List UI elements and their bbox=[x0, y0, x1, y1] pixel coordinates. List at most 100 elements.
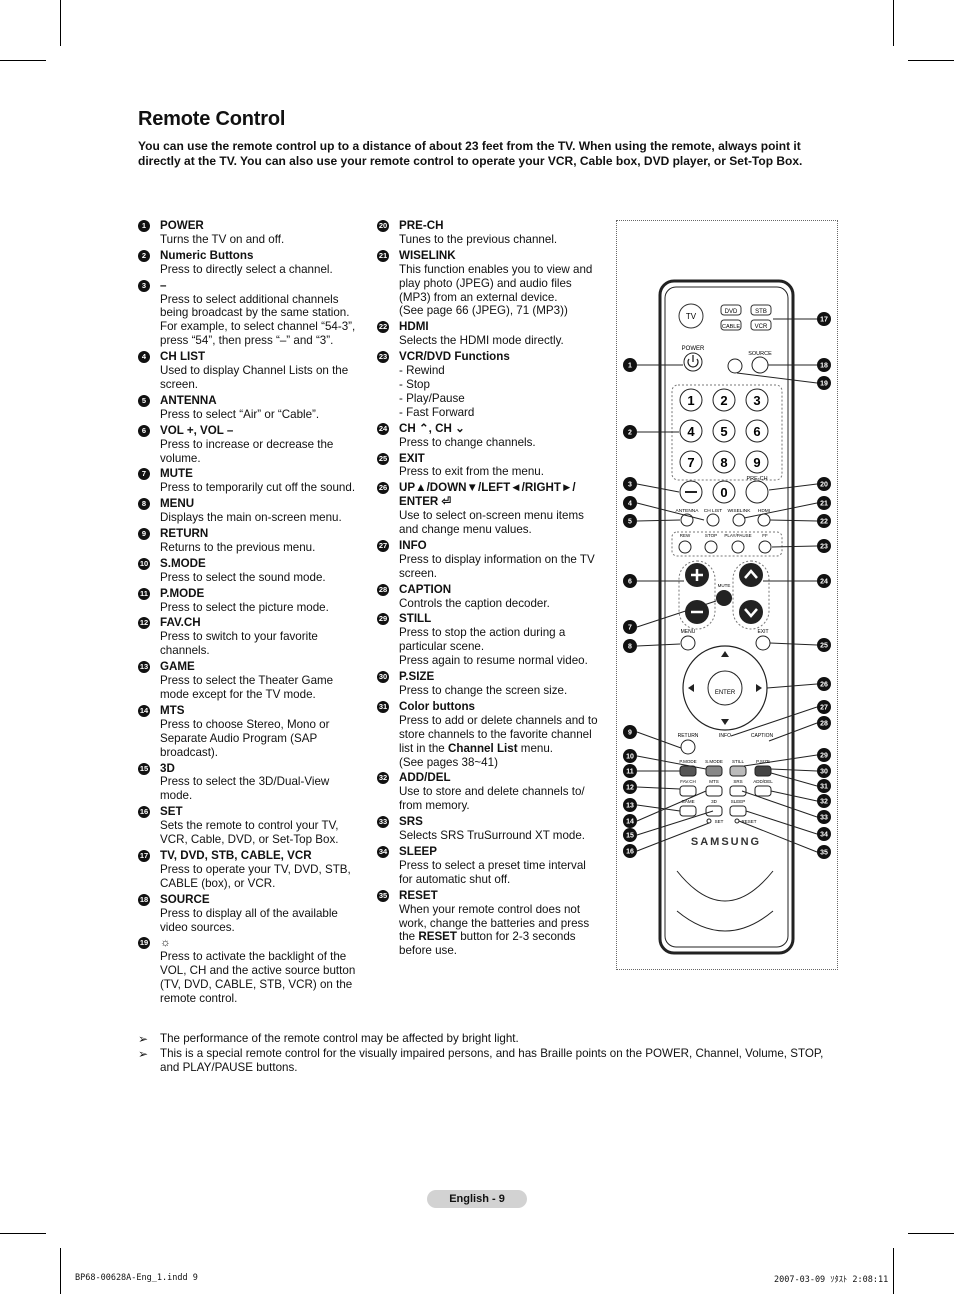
item-description: When your remote control does not work, … bbox=[399, 903, 600, 959]
digit-3: 3 bbox=[753, 393, 760, 408]
callout-number: 34 bbox=[820, 832, 828, 839]
callout-marker bbox=[817, 764, 831, 778]
item-title: EXIT bbox=[399, 451, 425, 465]
item-description: - Rewind - Stop - Play/Pause - Fast Forw… bbox=[399, 364, 600, 420]
item-title: CAPTION bbox=[399, 582, 452, 596]
callout-number: 32 bbox=[820, 799, 828, 806]
description-text: Press to temporarily cut off the sound. bbox=[160, 481, 356, 495]
item-number: 35 bbox=[377, 889, 389, 902]
item-number: 1 bbox=[138, 220, 150, 232]
item-description: Turns the TV on and off. bbox=[160, 233, 361, 247]
callout-marker bbox=[817, 700, 831, 714]
description-text: Selects SRS TruSurround XT mode. bbox=[399, 829, 586, 843]
item-number: 3 bbox=[138, 279, 150, 292]
light-button bbox=[727, 358, 743, 374]
crop-mark bbox=[0, 60, 46, 61]
return-label: RETURN bbox=[678, 733, 699, 739]
description-text: Press to change the screen size. bbox=[399, 684, 568, 697]
callout-number: 17 bbox=[820, 317, 828, 324]
item-number: 19 bbox=[138, 937, 150, 950]
callout-number: 24 bbox=[820, 579, 828, 586]
callout-marker bbox=[817, 539, 831, 553]
item-description: Press to increase or decrease the volume… bbox=[160, 438, 361, 466]
item-description: Press to select the 3D/Dual-View mode. bbox=[160, 775, 361, 803]
remote-diagram: TV DVD STB CABLE VCR POWER SOURCE 1 2 3 … bbox=[616, 220, 838, 970]
description-text: Press to select the sound mode. bbox=[160, 570, 326, 584]
callout-marker bbox=[817, 358, 831, 372]
item-description: Press to choose Stereo, Mono or Separate… bbox=[160, 718, 361, 760]
mts-label: MTS bbox=[709, 779, 719, 784]
crop-mark bbox=[60, 0, 61, 46]
item-title: POWER bbox=[160, 219, 204, 232]
print-slug-right: 2007-03-09 ｿﾀｽﾄ 2:08:11 bbox=[774, 1275, 889, 1285]
description-text: Use to select on-screen menu items and c… bbox=[399, 509, 584, 537]
mute-label: MUTE bbox=[718, 583, 731, 588]
callout-number: 8 bbox=[628, 644, 632, 651]
brand-logo: SAMSUNG bbox=[691, 836, 761, 848]
note-text: This is a special remote control for the… bbox=[160, 1047, 824, 1074]
item-number: 12 bbox=[138, 617, 150, 630]
notes: ➢The performance of the remote control m… bbox=[138, 1032, 838, 1076]
item-description: Press to select the Theater Game mode ex… bbox=[160, 674, 361, 702]
item-number: 4 bbox=[138, 351, 150, 364]
callout-marker bbox=[623, 844, 637, 858]
mode-tv-label: TV bbox=[686, 312, 697, 321]
remote-body bbox=[658, 279, 795, 955]
callout-number: 30 bbox=[820, 769, 828, 776]
callout-number: 11 bbox=[626, 769, 634, 776]
return-button bbox=[680, 739, 696, 755]
item-title: UP▲/DOWN▼/LEFT◄/RIGHT►/ ENTER ⏎ bbox=[399, 481, 576, 509]
callout-marker bbox=[817, 810, 831, 824]
item-description: Controls the caption decoder. bbox=[399, 597, 600, 611]
srs-label: SRS bbox=[733, 779, 742, 784]
mode-stb-label: STB bbox=[755, 309, 767, 315]
callout-number: 33 bbox=[820, 815, 828, 822]
item-number: 9 bbox=[138, 528, 150, 541]
item-title: SRS bbox=[399, 815, 423, 829]
callout-marker bbox=[817, 496, 831, 510]
callout-number: 6 bbox=[628, 579, 632, 586]
item-title: RETURN bbox=[160, 527, 209, 541]
callout-marker bbox=[623, 477, 637, 491]
crop-mark bbox=[0, 1233, 46, 1234]
intro-paragraph: You can use the remote control up to a d… bbox=[138, 139, 803, 168]
item-description: Press to change channels. bbox=[399, 436, 600, 450]
item-number: 7 bbox=[138, 468, 150, 481]
item-description: Press to display information on the TV s… bbox=[399, 553, 600, 581]
callout-marker bbox=[623, 780, 637, 794]
callout-number: 3 bbox=[628, 482, 632, 489]
item-title: P.SIZE bbox=[399, 670, 435, 684]
description-text: Use to store and delete channels to/ fro… bbox=[399, 785, 585, 813]
item-number: 18 bbox=[138, 893, 150, 906]
description-text: Press to change channels. bbox=[399, 435, 536, 449]
note: ➢The performance of the remote control m… bbox=[138, 1032, 838, 1046]
crop-mark bbox=[908, 1233, 954, 1234]
item-title: VOL +, VOL – bbox=[160, 423, 234, 437]
callout-marker bbox=[817, 574, 831, 588]
digit-6: 6 bbox=[753, 424, 760, 439]
item-title: SLEEP bbox=[399, 844, 438, 858]
mode-tv-button bbox=[678, 303, 704, 329]
item-number: 25 bbox=[377, 452, 389, 465]
3d-label: 3D bbox=[711, 799, 718, 804]
note: ➢This is a special remote control for th… bbox=[138, 1047, 838, 1075]
ch-down-button bbox=[739, 600, 763, 624]
callout-markers: 1234567891011121314151617181920212223242… bbox=[623, 312, 831, 859]
chlist-label: CH LIST bbox=[704, 508, 722, 514]
item-number: 2 bbox=[138, 249, 150, 262]
item-number: 17 bbox=[138, 849, 150, 862]
list-item: 19☼Press to activate the backlight of th… bbox=[136, 936, 361, 1006]
reset-label: RESET bbox=[741, 819, 756, 824]
